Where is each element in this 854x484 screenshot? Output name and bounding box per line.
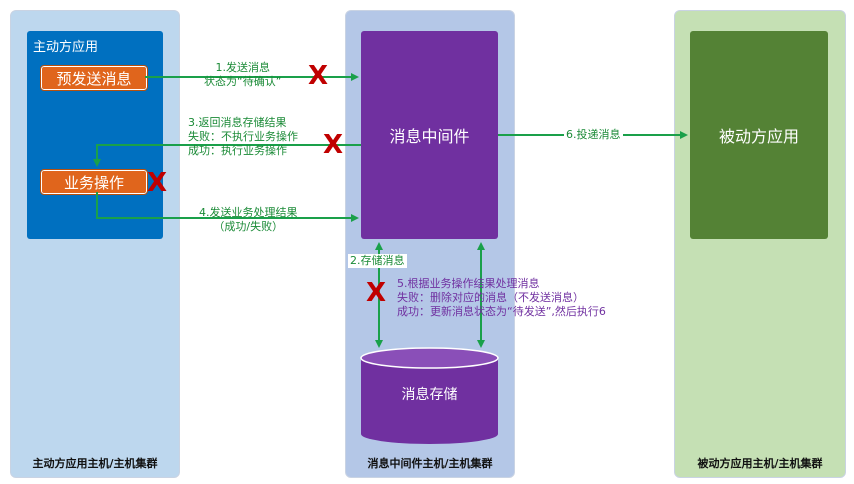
send-result-label: 4.发送业务处理结果 （成功/失败） bbox=[199, 206, 298, 233]
failure-x-business: X bbox=[147, 168, 168, 198]
process-message-label: 5.根据业务操作结果处理消息 失败：删除对应的消息（不发送消息） 成功：更新消息… bbox=[397, 277, 606, 318]
send-message-label: 1.发送消息 状态为“待确认” bbox=[204, 61, 282, 88]
failure-x-return: X bbox=[323, 130, 344, 160]
passive-app-box: 被动方应用 bbox=[690, 31, 828, 239]
active-app-title: 主动方应用 bbox=[33, 40, 99, 55]
deliver-message-label: 6.投递消息 bbox=[564, 128, 623, 142]
message-storage-cylinder bbox=[360, 347, 499, 444]
left-panel-label: 主动方应用主机/主机集群 bbox=[32, 457, 158, 470]
return-result-label: 3.返回消息存储结果 失败：不执行业务操作 成功：执行业务操作 bbox=[188, 116, 298, 157]
middle-panel-label: 消息中间件主机/主机集群 bbox=[367, 457, 493, 470]
right-panel-label: 被动方应用主机/主机集群 bbox=[697, 457, 823, 470]
message-storage-label: 消息存储 bbox=[401, 387, 458, 403]
message-middleware-box: 消息中间件 bbox=[361, 31, 498, 239]
pre-send-message-box: 预发送消息 bbox=[40, 65, 148, 91]
failure-x-store: X bbox=[366, 278, 387, 308]
business-operation-box: 业务操作 bbox=[40, 169, 148, 195]
active-app-box: 主动方应用 bbox=[27, 31, 163, 239]
arrow-return-result bbox=[93, 144, 361, 167]
failure-x-send: X bbox=[308, 61, 329, 91]
arrow-send-result bbox=[96, 192, 359, 222]
store-message-label: 2.存储消息 bbox=[348, 254, 407, 268]
